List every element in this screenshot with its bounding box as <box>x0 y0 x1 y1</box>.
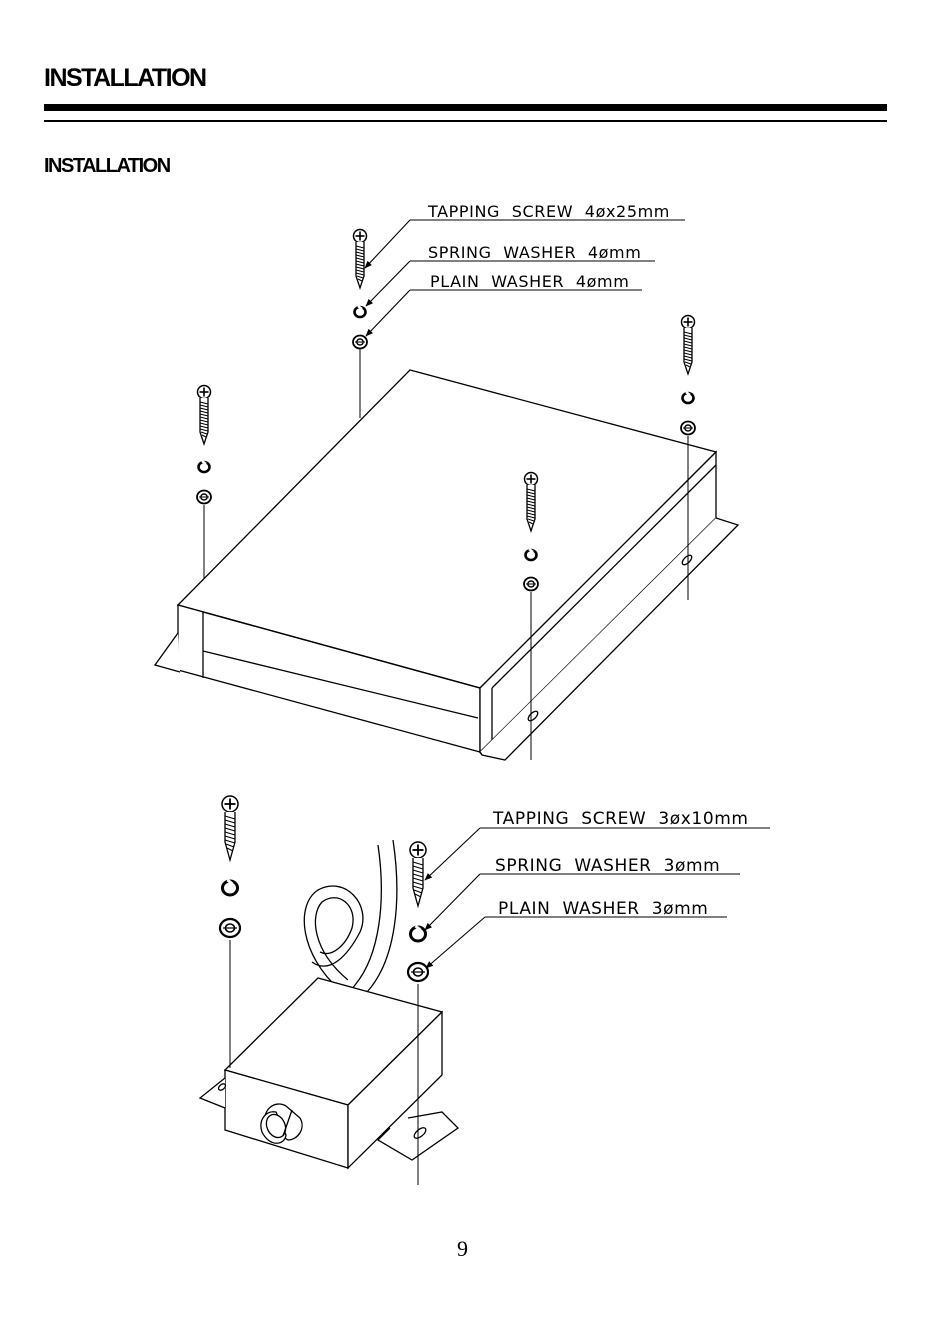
label-spring-washer-4mm: SPRING WASHER 4ømm <box>428 243 641 262</box>
label-tapping-screw-3mm: TAPPING SCREW 3øx10mm <box>492 809 749 829</box>
main-unit-drawing <box>155 370 738 760</box>
label-plain-washer-4mm: PLAIN WASHER 4ømm <box>430 272 629 291</box>
control-unit-labels: TAPPING SCREW 3øx10mm SPRING WASHER 3ømm… <box>492 809 749 919</box>
page-number: 9 <box>0 1236 925 1262</box>
label-plain-washer-3mm: PLAIN WASHER 3ømm <box>498 899 708 919</box>
label-spring-washer-3mm: SPRING WASHER 3ømm <box>495 856 720 876</box>
label-tapping-screw-4mm: TAPPING SCREW 4øx25mm <box>427 202 670 221</box>
main-unit-labels: TAPPING SCREW 4øx25mm SPRING WASHER 4ømm… <box>427 202 670 291</box>
control-unit-leaders <box>425 828 770 968</box>
